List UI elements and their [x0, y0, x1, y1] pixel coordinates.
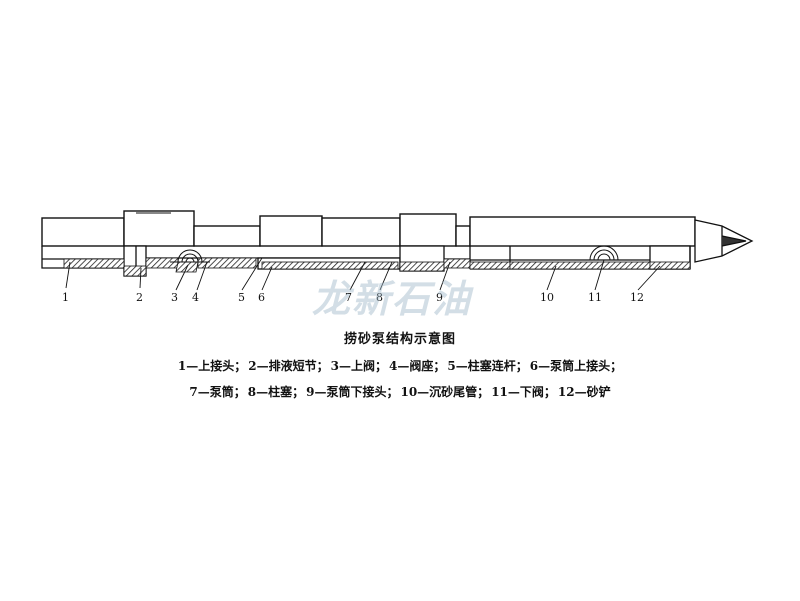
legend-item: 11—下阀； [491, 385, 556, 399]
legend-item: 9—泵筒下接头； [306, 385, 399, 399]
legend-item: 10—沉砂尾管； [400, 385, 490, 399]
part-number: 9 [436, 291, 443, 304]
legend-item: 8—柱塞； [247, 385, 305, 399]
part-number: 8 [376, 291, 383, 304]
diagram-caption: 捞砂泵结构示意图 [343, 332, 456, 347]
part-number: 4 [192, 291, 199, 304]
legend-item: 3—上阀； [330, 359, 387, 373]
legend-item: 1—上接头； [177, 359, 247, 373]
legend-item: 7—泵筒； [189, 385, 246, 399]
legend-item: 6—泵筒上接头； [529, 359, 623, 373]
part-number: 2 [136, 291, 143, 304]
legend-item: 5—柱塞连杆； [447, 359, 528, 373]
part-number: 3 [171, 291, 178, 304]
legend-row-1: 1—上接头；2—排液短节；3—上阀；4—阀座；5—柱塞连杆；6—泵筒上接头； [0, 357, 800, 374]
leader-lines [65, 257, 661, 291]
part-number: 12 [630, 291, 644, 304]
lower-valve [584, 245, 626, 261]
upper-valve [170, 249, 210, 263]
upper-body-outline [41, 210, 696, 247]
part-number: 10 [540, 291, 554, 304]
part-number: 6 [258, 291, 265, 304]
legend-row-2: 7—泵筒；8—柱塞；9—泵筒下接头；10—沉砂尾管；11—下阀；12—砂铲 [0, 383, 800, 400]
part-number-labels: 1 2 3 4 5 6 7 8 9 10 11 12 [62, 291, 644, 304]
sand-shovel-tip [694, 219, 754, 263]
legend-item: 2—排液短节； [248, 359, 329, 373]
part-number: 7 [345, 291, 352, 304]
part-number: 5 [238, 291, 245, 304]
part-number: 1 [62, 291, 69, 304]
part-number: 11 [588, 291, 602, 304]
legend-item: 4—阀座； [389, 359, 446, 373]
legend-item: 12—砂铲 [557, 385, 611, 399]
watermark-logo: 龙新石油 [312, 277, 474, 321]
hatched-sections [63, 257, 691, 277]
